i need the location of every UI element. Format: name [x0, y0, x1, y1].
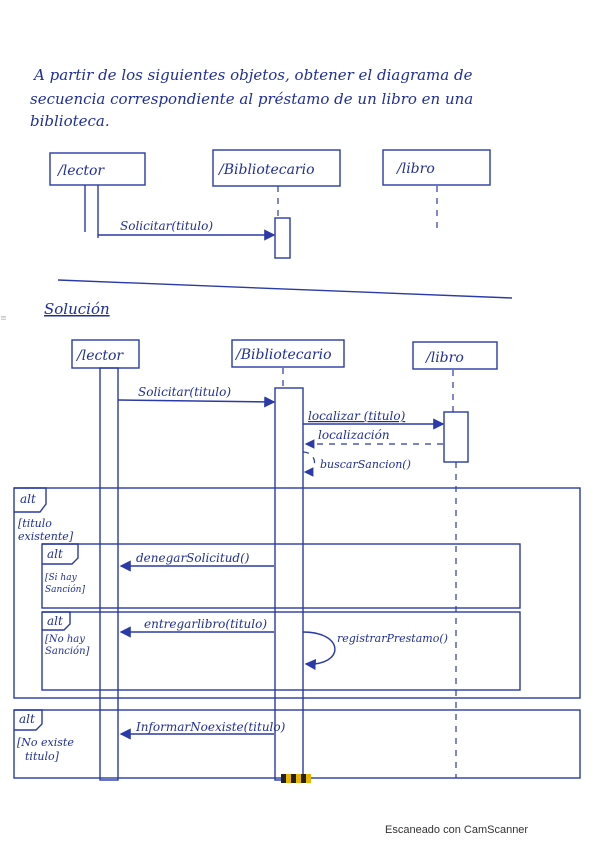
inner-alt-1-guard-2: Sanción]: [45, 584, 85, 595]
solution-object-libro: /libro: [412, 341, 498, 370]
inner-alt-2-label: alt: [47, 614, 63, 628]
solution-object-bibliotecario-label: /Bibliotecario: [234, 347, 332, 363]
inner-alt-2-tab: [42, 611, 71, 631]
exercise-lector-activation: [84, 185, 99, 238]
solution-localizar-label: localizar (titulo): [308, 409, 406, 423]
header-line-3: biblioteca.: [30, 112, 110, 130]
exercise-object-lector: /lector: [49, 152, 146, 186]
outer-alt-2-label: alt: [19, 712, 35, 726]
outer-alt-2-guard-1: [No existe: [17, 736, 74, 749]
exercise-object-libro-label: /libro: [395, 161, 435, 177]
scanner-footer: Escaneado con CamScanner: [385, 824, 529, 836]
header-line-1: A partir de los siguientes objetos, obte…: [32, 66, 473, 84]
solution-solicitar-arrow: [117, 396, 276, 408]
solution-solicitar-label: Solicitar(titulo): [138, 385, 231, 399]
outer-alt-2-fragment: [13, 709, 581, 779]
outer-alt-guard-2: existente]: [18, 530, 74, 543]
exercise-object-bibliotecario: /Bibliotecario: [212, 149, 341, 187]
section-separator: [57, 279, 513, 299]
header-line-2: secuencia correspondiente al préstamo de…: [30, 90, 473, 108]
inner-alt-2-guard-1: [No hay: [45, 634, 85, 645]
solution-heading: Solución: [44, 300, 110, 318]
solution-informar-label: InformarNoexiste(titulo): [135, 720, 286, 734]
inner-alt-1-guard-1: [Si hay: [45, 573, 78, 583]
inner-alt-1-label: alt: [47, 547, 63, 561]
exercise-solicitar-label: Solicitar(titulo): [120, 219, 213, 233]
solution-object-lector: /lector: [71, 339, 140, 369]
solution-registrar-self-arrow: [302, 631, 336, 671]
inner-alt-2-fragment: [41, 611, 521, 691]
solution-buscar-label: buscarSancion(): [320, 458, 411, 471]
outer-alt-label: alt: [20, 492, 36, 506]
exercise-object-libro: /libro: [382, 149, 491, 186]
scan-edge-mark: |||: [0, 316, 6, 320]
exercise-object-bibliotecario-label: /Bibliotecario: [217, 162, 315, 178]
inner-alt-1-fragment: [41, 543, 521, 609]
solution-libro-activation: [443, 411, 469, 463]
solution-localizacion-label: localización: [318, 428, 390, 442]
solution-object-bibliotecario: /Bibliotecario: [231, 339, 345, 368]
inner-alt-1-tab: [42, 543, 79, 565]
solution-denegar-label: denegarSolicitud(): [136, 551, 250, 565]
solution-buscar-self-arrow: [302, 451, 316, 477]
exercise-object-lector-label: /lector: [56, 163, 105, 179]
outer-alt-2-guard-2: titulo]: [25, 750, 60, 763]
solution-registrar-label: registrarPrestamo(): [337, 632, 448, 645]
solution-object-lector-label: /lector: [75, 348, 124, 364]
inner-alt-2-guard-2: Sanción]: [45, 646, 90, 657]
outer-alt-fragment: [13, 487, 581, 699]
exercise-bibliotecario-activation: [274, 217, 291, 259]
outer-alt-tab: [14, 487, 47, 513]
solution-object-libro-label: /libro: [424, 350, 464, 366]
outer-alt-2-tab: [14, 709, 43, 731]
solution-entregar-label: entregarlibro(titulo): [144, 617, 267, 631]
solution-lector-activation: [99, 367, 119, 781]
outer-alt-guard-1: [titulo: [18, 517, 52, 530]
